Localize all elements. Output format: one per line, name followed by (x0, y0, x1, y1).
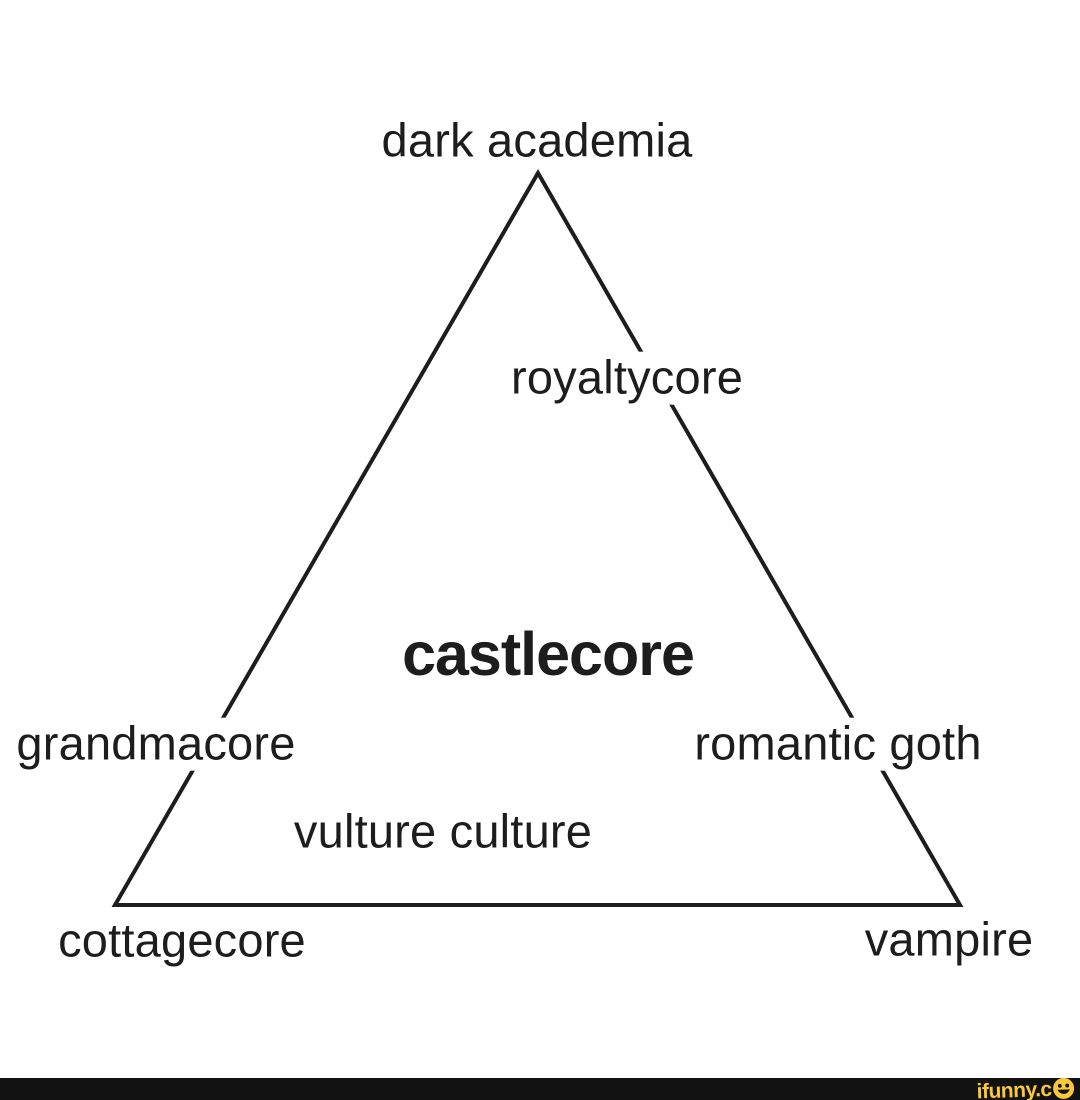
watermark-bar (0, 1078, 1080, 1100)
label-romantic-goth: romantic goth (685, 717, 991, 771)
label-castlecore: castlecore (402, 619, 695, 688)
label-vampire: vampire (864, 912, 1034, 966)
label-royaltycore: royaltycore (501, 351, 753, 405)
label-dark-academia: dark academia (381, 113, 693, 167)
ifunny-watermark: ifunny.c (976, 1077, 1075, 1100)
smiley-face-icon (1053, 1077, 1075, 1099)
watermark-text: ifunny.c (976, 1077, 1053, 1100)
label-grandmacore: grandmacore (7, 717, 305, 771)
label-vulture-culture: vulture culture (293, 804, 593, 858)
triangle-shape (111, 168, 964, 907)
label-cottagecore: cottagecore (58, 913, 306, 967)
